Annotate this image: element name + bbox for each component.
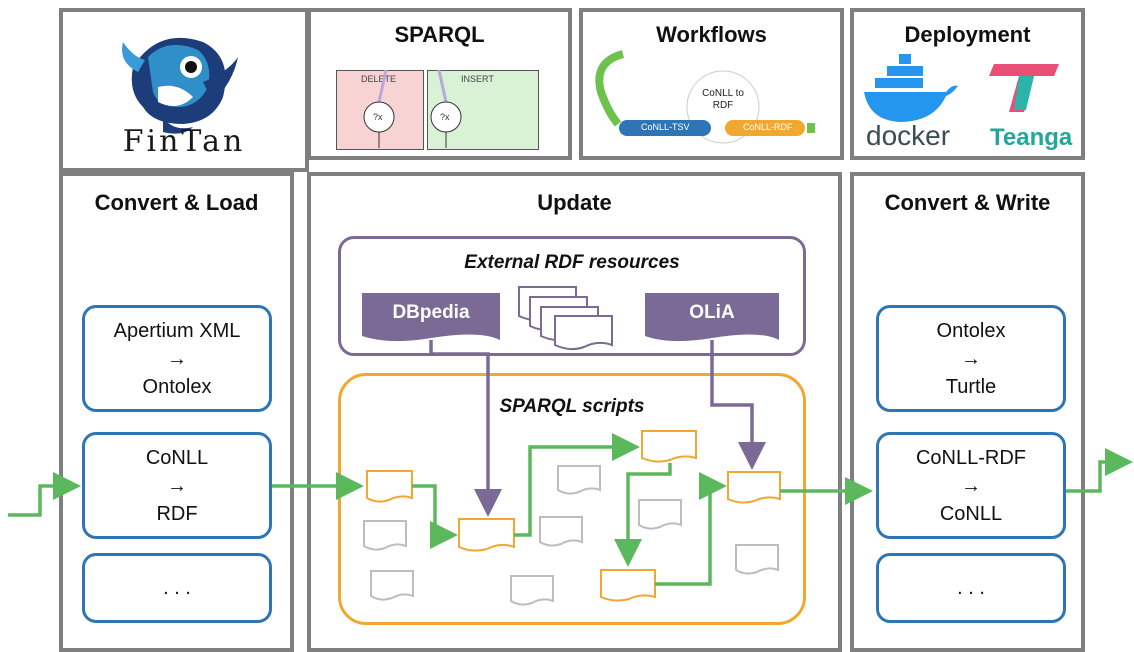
sparql-scripts-title: SPARQL scripts	[499, 396, 645, 417]
sparql-thumb-graphics	[363, 69, 462, 148]
var-label-left: ?x	[373, 112, 383, 122]
apertium-to-ontolex-box: Apertium XML → Ontolex	[82, 305, 272, 412]
deployment-panel: Deployment docker Teanga	[850, 8, 1085, 160]
box-arrow: →	[961, 474, 981, 497]
workflow-thumb-graphics	[595, 50, 815, 144]
box-line2: CoNLL	[939, 502, 1003, 525]
data-flow-arrows	[8, 433, 1133, 586]
logo-panel: FinTan	[59, 8, 309, 172]
deployment-title: Deployment	[904, 22, 1031, 47]
box-ellipsis: . . .	[957, 577, 985, 599]
box-line1: CoNLL-RDF	[915, 446, 1027, 469]
box-line2: RDF	[156, 502, 198, 525]
deployment-graphics	[864, 54, 1059, 122]
docker-label: docker	[866, 120, 951, 151]
olia-label: OLiA	[689, 302, 735, 323]
box-line1: CoNLL	[145, 446, 209, 469]
workflows-panel: Workflows CoNLL to RDF CoNLL-TSV CoNLL-R…	[579, 8, 844, 160]
olia-banner	[645, 293, 779, 342]
teanga-logo-icon	[989, 64, 1059, 112]
dbpedia-label: DBpedia	[392, 302, 470, 323]
update-title: Update	[537, 190, 612, 215]
delete-label: DELETE	[361, 74, 397, 84]
fintan-logo-icon	[122, 37, 238, 134]
sparql-title: SPARQL	[394, 22, 485, 47]
convert-load-more-box: . . .	[82, 553, 272, 623]
box-line2: Turtle	[945, 375, 997, 398]
box-arrow: →	[167, 474, 187, 497]
sparql-panel: SPARQL DELETE INSERT ?x ?x	[307, 8, 572, 160]
var-label-right: ?x	[440, 112, 450, 122]
convert-write-title: Convert & Write	[884, 190, 1051, 215]
active-script-docs	[366, 430, 781, 602]
ontolex-to-turtle-box: Ontolex → Turtle	[876, 305, 1066, 412]
box-line2: Ontolex	[142, 375, 212, 398]
docker-whale-icon	[864, 54, 958, 122]
conll-to-rdf-box: CoNLL → RDF	[82, 432, 272, 539]
box-line1: Apertium XML	[113, 319, 241, 342]
workflow-center-text: CoNLL to RDF	[702, 88, 744, 111]
resource-arrows	[429, 340, 766, 517]
external-rdf-title: External RDF resources	[464, 252, 680, 273]
convert-write-more-box: . . .	[876, 553, 1066, 623]
logo-text: FinTan	[122, 124, 246, 159]
inactive-script-docs	[363, 465, 779, 606]
box-arrow: →	[167, 347, 187, 370]
teanga-label: Teanga	[990, 124, 1073, 151]
dbpedia-banner	[362, 293, 500, 342]
box-ellipsis: . . .	[163, 577, 191, 599]
workflow-left-pill: CoNLL-TSV	[641, 122, 690, 132]
conllrdf-to-conll-box: CoNLL-RDF → CoNLL	[876, 432, 1066, 539]
convert-load-title: Convert & Load	[94, 190, 259, 215]
insert-label: INSERT	[461, 74, 494, 84]
box-line1: Ontolex	[936, 319, 1006, 342]
rdf-docs-icon	[518, 286, 613, 351]
box-arrow: →	[961, 347, 981, 370]
workflow-right-pill: CoNLL-RDF	[743, 122, 793, 132]
workflows-title: Workflows	[656, 22, 767, 47]
